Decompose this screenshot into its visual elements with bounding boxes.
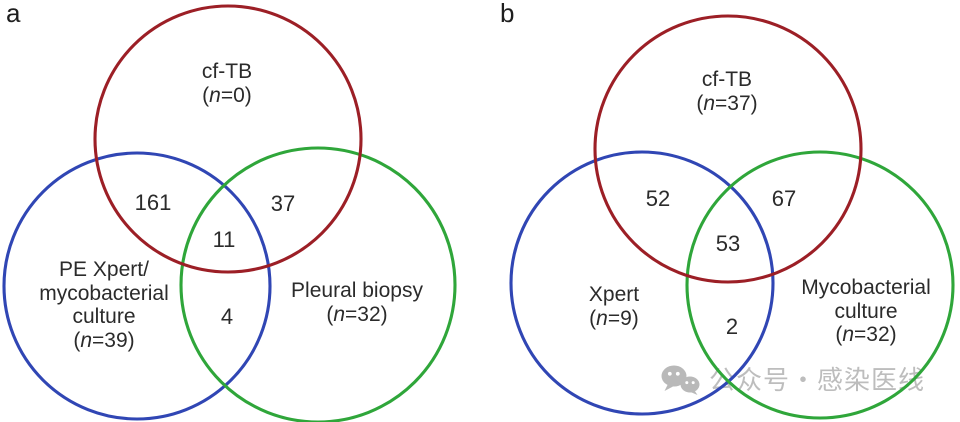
watermark: 公众号・感染医线: [660, 364, 925, 396]
watermark-text: 公众号・感染医线: [709, 365, 926, 395]
set-n-line: (n=37): [696, 91, 758, 115]
panel-tag-a: a: [6, 0, 21, 28]
set-name-line: cf-TB: [201, 60, 253, 83]
blue-set-circle: [509, 150, 775, 416]
set-label-cf-tb-b: cf-TB (n=37): [696, 68, 757, 115]
overlap-count-center-b: 53: [715, 231, 741, 256]
overlap-count-red-blue-a: 161: [134, 190, 172, 215]
panel-a: a cf-TB (n=0) PE Xpert/ mycobacterial cu…: [2, 0, 457, 422]
set-name-line: mycobacterial: [39, 281, 169, 305]
set-name-line: culture: [72, 305, 136, 328]
set-name-line: Mycobacterial: [801, 276, 931, 299]
panel-b: b cf-TB (n=37) Xpert (n=9) Mycobacterial…: [480, 0, 960, 422]
set-label-cf-tb-a: cf-TB (n=0): [202, 60, 252, 107]
overlap-count-blue-green-b: 2: [725, 314, 739, 339]
set-name-line: cf-TB: [701, 68, 753, 91]
overlap-count-center-a: 11: [212, 227, 236, 252]
set-n-line: (n=32): [326, 302, 388, 326]
set-label-xpert: Xpert (n=9): [589, 283, 639, 330]
panel-tag-b: b: [500, 0, 515, 28]
venn-circles-a: [2, 4, 457, 422]
set-n-line: (n=32): [835, 323, 897, 346]
overlap-count-red-blue-b: 52: [645, 186, 671, 211]
set-name-line: Pleural biopsy: [291, 279, 423, 302]
set-name-line: PE Xpert/: [59, 258, 149, 281]
set-n-line: (n=9): [589, 306, 639, 330]
overlap-count-red-green-a: 37: [270, 191, 296, 216]
overlap-count-red-green-b: 67: [771, 186, 797, 211]
set-n-line: (n=39): [73, 328, 135, 352]
blue-set-circle: [2, 151, 272, 421]
set-name-line: Xpert: [588, 283, 640, 306]
wechat-icon: [661, 365, 700, 395]
overlap-count-blue-green-a: 4: [220, 304, 234, 329]
set-label-mycobacterial-culture: Mycobacterial culture (n=32): [801, 276, 931, 347]
set-label-pleural-biopsy: Pleural biopsy (n=32): [291, 279, 423, 326]
green-set-circle: [179, 146, 457, 422]
set-name-line: culture: [834, 299, 898, 323]
red-set-circle: [93, 4, 363, 274]
set-label-pe-xpert-culture: PE Xpert/ mycobacterial culture (n=39): [39, 258, 169, 352]
green-set-circle: [685, 150, 955, 420]
venn-circles-b: [509, 14, 955, 420]
red-set-circle: [593, 14, 863, 284]
set-n-line: (n=0): [202, 83, 252, 107]
